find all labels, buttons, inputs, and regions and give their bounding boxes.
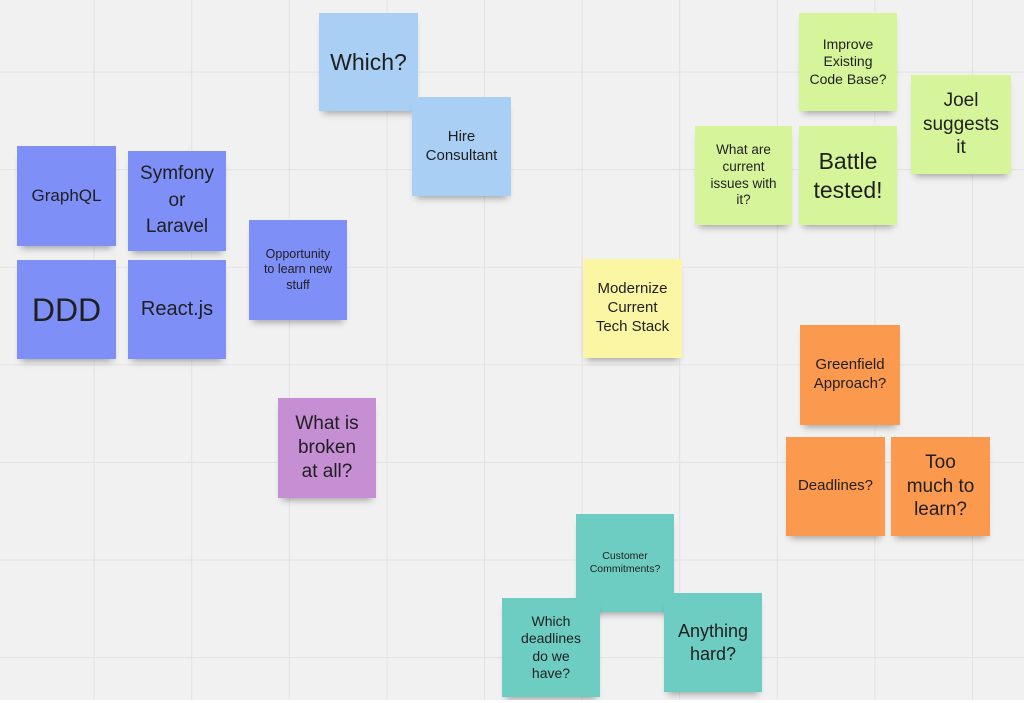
sticky-note-which[interactable]: Which?	[319, 13, 418, 111]
sticky-note-greenfield[interactable]: Greenfield Approach?	[800, 325, 900, 425]
sticky-note-modernize[interactable]: Modernize Current Tech Stack	[583, 259, 682, 358]
sticky-note-graphql[interactable]: GraphQL	[17, 146, 116, 246]
sticky-note-symfony-or-laravel[interactable]: Symfony or Laravel	[128, 151, 226, 251]
sticky-note-ddd[interactable]: DDD	[17, 260, 116, 359]
sticky-note-react-js[interactable]: React.js	[128, 260, 226, 359]
sticky-note-customer-commitments[interactable]: Customer Commitments?	[576, 514, 674, 612]
sticky-note-anything-hard[interactable]: Anything hard?	[664, 593, 762, 692]
sticky-note-battle-tested[interactable]: Battle tested!	[799, 126, 897, 225]
canvas-bottom-edge	[0, 700, 1024, 703]
sticky-note-too-much-to-learn[interactable]: Too much to learn?	[891, 437, 990, 536]
sticky-note-hire-consultant[interactable]: Hire Consultant	[412, 97, 511, 196]
sticky-note-opportunity[interactable]: Opportunity to learn new stuff	[249, 220, 347, 320]
sticky-note-which-deadlines[interactable]: Which deadlines do we have?	[502, 598, 600, 697]
sticky-note-current-issues[interactable]: What are current issues with it?	[695, 126, 792, 225]
sticky-note-what-is-broken[interactable]: What is broken at all?	[278, 398, 376, 498]
sticky-note-improve-code-base[interactable]: Improve Existing Code Base?	[799, 13, 897, 111]
sticky-note-joel-suggests[interactable]: Joel suggests it	[911, 75, 1011, 174]
sticky-note-deadlines[interactable]: Deadlines?	[786, 437, 885, 536]
